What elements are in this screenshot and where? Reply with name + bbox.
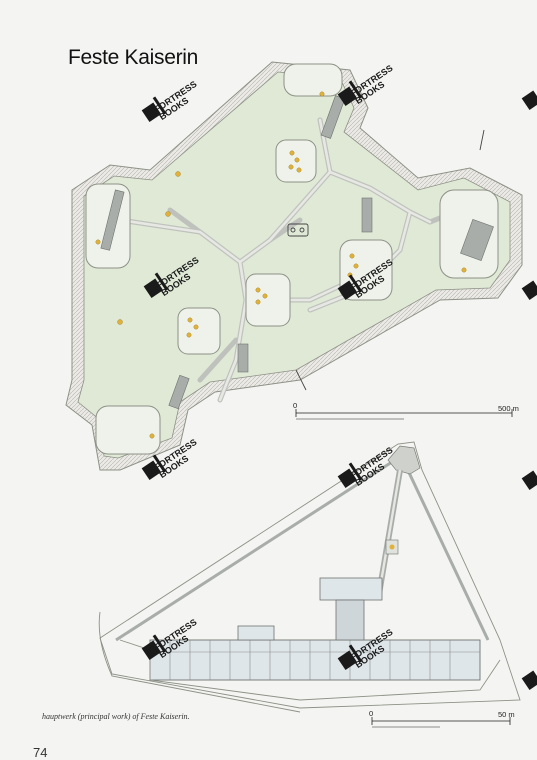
hauptwerk-plan [98,441,521,713]
scale-top-end: 500 m [498,404,519,413]
scale-top-start: 0 [293,401,298,410]
page-number: 74 [33,745,48,760]
watermark-logos [141,80,537,690]
battery-center [245,273,291,327]
figure-caption: hauptwerk (principal work) of Feste Kais… [42,712,190,721]
site-interior [77,71,511,459]
main-barrack [149,639,481,681]
scale-bottom-end: 50 m [498,710,515,719]
scale-bar-bottom [371,717,511,728]
site-plan [65,61,523,471]
battery-southwest [95,405,161,455]
battery-center-west [177,307,221,355]
hauptwerk-outline [99,441,521,709]
scale-bar-top [295,409,513,420]
battery-north [283,63,343,97]
scale-bottom-start: 0 [369,709,374,718]
page-title: Feste Kaiserin [68,46,199,69]
